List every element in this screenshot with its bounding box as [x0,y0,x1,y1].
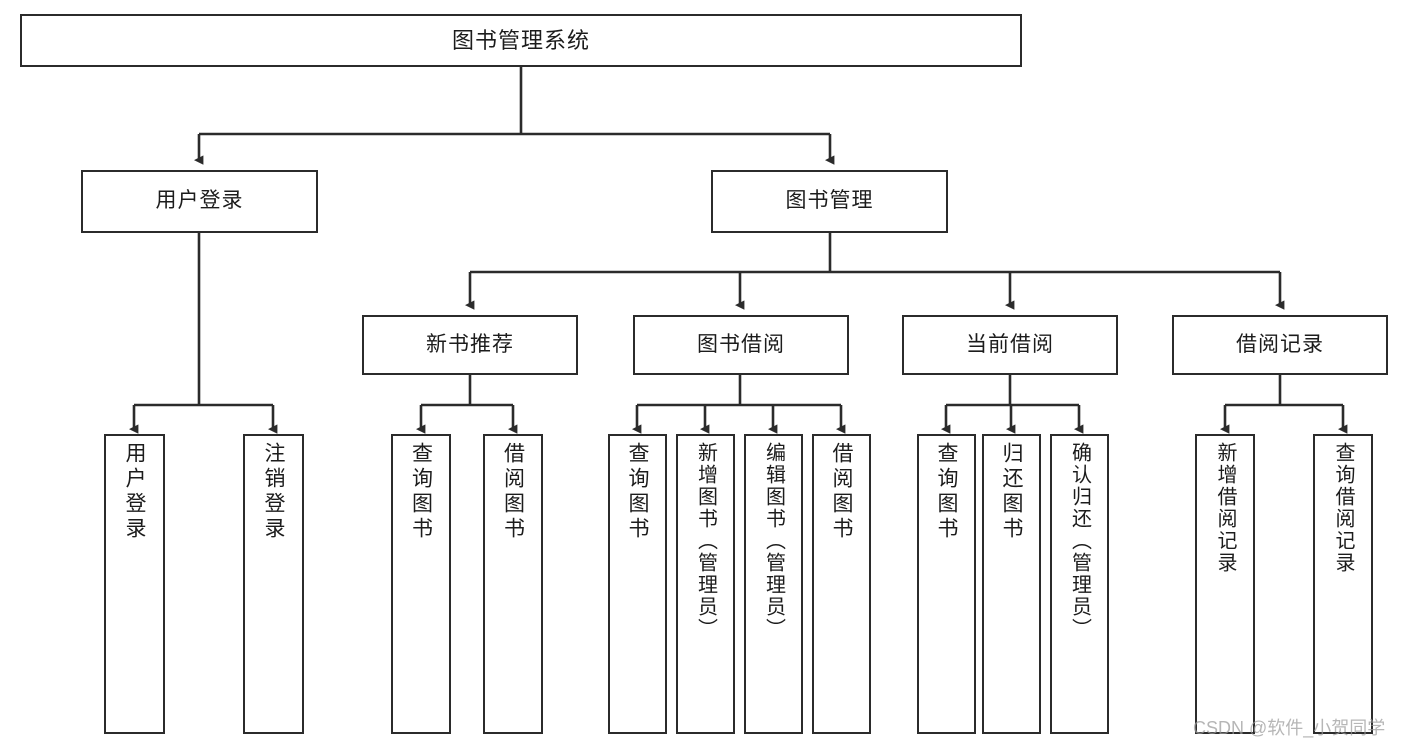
leaf-current-search-book[interactable]: 查询图书 [917,434,976,734]
node-label: 新书推荐 [426,332,514,356]
node-label: 用户登录 [155,189,244,213]
leaf-record-search-record[interactable]: 查询借阅记录 [1313,434,1373,734]
node-label: 确认归还（管理员） [1068,442,1091,640]
node-label: 新增借阅记录 [1214,442,1236,574]
node-user-login[interactable]: 用户登录 [81,170,318,233]
leaf-new-book-search[interactable]: 查询图书 [391,434,451,734]
leaf-current-return-book[interactable]: 归还图书 [982,434,1041,734]
node-label: 借阅图书 [830,442,853,542]
node-label: 用户登录 [123,442,146,542]
node-label: 图书管理 [785,189,874,213]
leaf-new-book-borrow[interactable]: 借阅图书 [483,434,543,734]
node-label: 查询借阅记录 [1332,442,1354,574]
node-book-management[interactable]: 图书管理 [711,170,948,233]
node-borrow-record[interactable]: 借阅记录 [1172,315,1388,375]
leaf-user-login-logout[interactable]: 注销登录 [243,434,304,734]
node-label: 查询图书 [409,442,433,542]
leaf-record-add-record[interactable]: 新增借阅记录 [1195,434,1255,734]
node-label: 编辑图书（管理员） [762,442,785,640]
node-label: 查询图书 [626,442,649,542]
leaf-borrow-borrow-book[interactable]: 借阅图书 [812,434,871,734]
node-current-borrow[interactable]: 当前借阅 [902,315,1118,375]
node-label: 借阅图书 [501,442,525,542]
csdn-watermark: CSDN @软件_小贺同学 [1193,718,1386,738]
node-label: 图书管理系统 [451,27,590,53]
leaf-borrow-edit-book-admin[interactable]: 编辑图书（管理员） [744,434,803,734]
node-label: 查询图书 [935,442,958,542]
node-label: 当前借阅 [966,332,1054,356]
node-label: 新增图书（管理员） [694,442,717,640]
node-label: 注销登录 [262,442,285,542]
node-label: 图书借阅 [697,332,785,356]
node-label: 借阅记录 [1236,332,1324,356]
leaf-current-confirm-return-admin[interactable]: 确认归还（管理员） [1050,434,1109,734]
node-label: 归还图书 [1000,442,1023,542]
node-root-system[interactable]: 图书管理系统 [20,14,1022,67]
node-book-borrow[interactable]: 图书借阅 [633,315,849,375]
leaf-borrow-add-book-admin[interactable]: 新增图书（管理员） [676,434,735,734]
leaf-borrow-search-book[interactable]: 查询图书 [608,434,667,734]
leaf-user-login-login[interactable]: 用户登录 [104,434,165,734]
node-new-book-recommendation[interactable]: 新书推荐 [362,315,578,375]
